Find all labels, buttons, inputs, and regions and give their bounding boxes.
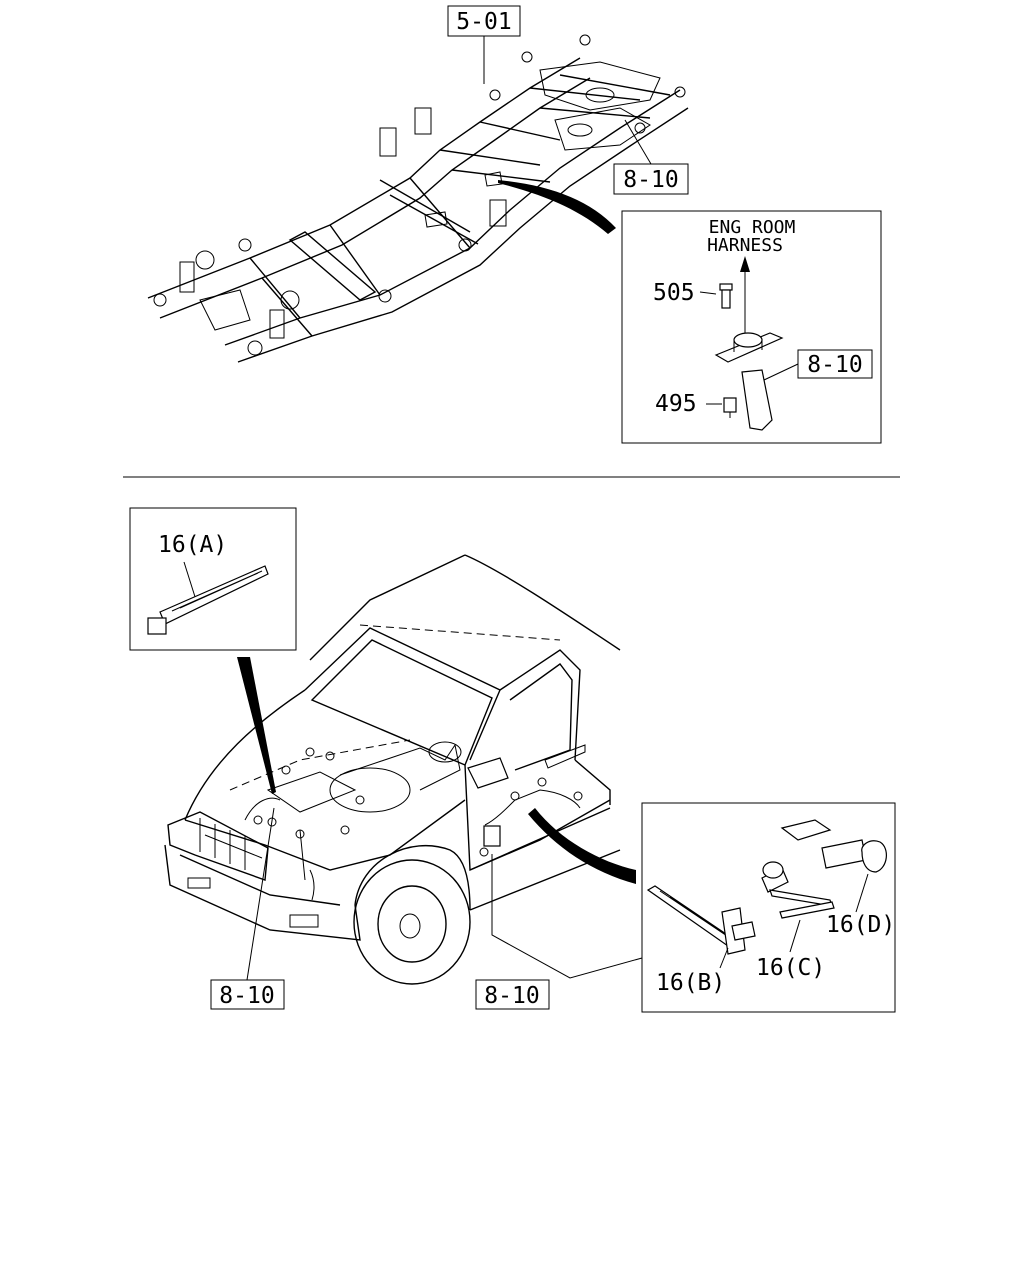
vehicle-drawing: [164, 554, 621, 985]
frame-callout-label: 5-01: [456, 9, 511, 35]
clip-16a-label: 16(A): [158, 532, 227, 558]
eng-room-heading-line1: ENG ROOM: [709, 217, 796, 238]
front-harness-callout: 8-10: [210, 807, 285, 1010]
clip-bcd-detail-box: 16(B) 16(C) 16(D): [641, 802, 896, 1013]
clip-16b-label: 16(B): [656, 970, 725, 996]
clip-16a-detail-box: 16(A): [129, 507, 297, 651]
frame-harness-callout: 8-10: [613, 119, 689, 195]
clip-16c-label: 16(C): [756, 955, 825, 981]
eng-room-harness-label: 8-10: [807, 352, 862, 378]
eng-room-detail-box: ENG ROOM HARNESS 505 8-10 495: [621, 210, 882, 444]
screw-495-label: 495: [655, 391, 697, 417]
door-harness-callout: 8-10: [475, 854, 643, 1010]
door-clip-pointer: [528, 808, 636, 884]
eng-room-heading-line2: HARNESS: [707, 235, 783, 256]
clip-16d-label: 16(D): [826, 912, 895, 938]
frame-callout: 5-01: [447, 5, 521, 84]
detail-pointer: [498, 180, 616, 234]
door-harness-callout-label: 8-10: [484, 983, 539, 1009]
front-harness-callout-label: 8-10: [219, 983, 274, 1009]
frame-harness-callout-label: 8-10: [623, 167, 678, 193]
chassis-frame-drawing: [147, 34, 689, 363]
bolt-505-label: 505: [653, 280, 695, 306]
